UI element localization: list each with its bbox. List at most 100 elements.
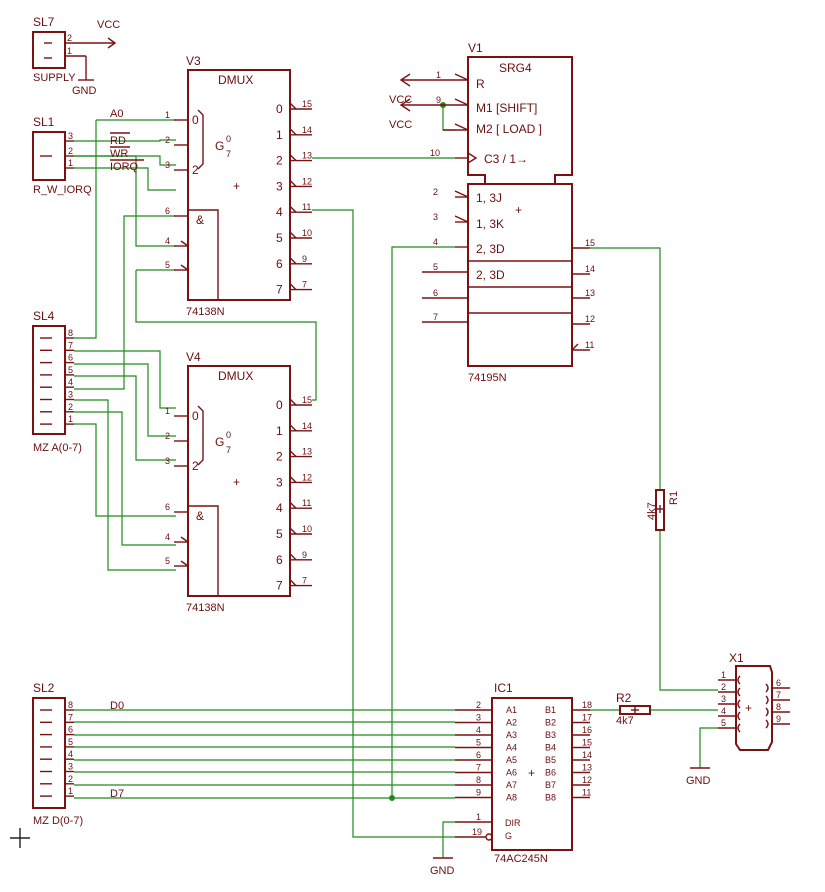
svg-text:B6: B6 <box>545 768 556 778</box>
svg-text:MZ D(0-7): MZ D(0-7) <box>33 815 83 827</box>
svg-text:1, 3J: 1, 3J <box>476 191 502 205</box>
svg-text:6: 6 <box>165 206 170 216</box>
svg-text:7: 7 <box>276 283 283 297</box>
svg-text:7: 7 <box>302 576 307 586</box>
wire-sl4-7 <box>74 350 176 409</box>
svg-text:4k7: 4k7 <box>646 502 658 520</box>
svg-text:M1 [SHIFT]: M1 [SHIFT] <box>476 101 537 115</box>
svg-text:7: 7 <box>302 280 307 290</box>
svg-text:15: 15 <box>582 738 592 748</box>
svg-text:8: 8 <box>476 775 481 785</box>
svg-text:6: 6 <box>776 678 781 688</box>
pin-number: 2 <box>68 402 73 412</box>
wire-v3-out4-g <box>312 209 455 838</box>
svg-text:2: 2 <box>276 450 283 464</box>
svg-text:3: 3 <box>165 456 170 466</box>
svg-text:0: 0 <box>276 398 283 412</box>
wire-iorq-to-g2 <box>74 167 176 191</box>
svg-text:1: 1 <box>68 158 73 168</box>
g-symbol: G <box>215 435 224 449</box>
svg-text:5: 5 <box>276 527 283 541</box>
label-rd: RD <box>110 135 126 147</box>
sl7-body <box>32 31 66 69</box>
svg-text:2, 3D: 2, 3D <box>476 268 505 282</box>
svg-text:DIR: DIR <box>505 818 521 828</box>
svg-text:10: 10 <box>302 228 312 238</box>
wire-r1-x1 <box>659 530 718 691</box>
pin-number: 6 <box>68 725 73 735</box>
svg-text:3: 3 <box>165 160 170 170</box>
svg-text:1: 1 <box>276 424 283 438</box>
label-iorq: IORQ <box>110 161 139 173</box>
svg-text:4: 4 <box>476 725 481 735</box>
svg-text:14: 14 <box>302 421 312 431</box>
wire-x1-gnd <box>699 727 718 768</box>
svg-text:3: 3 <box>721 694 726 704</box>
ic-v1-74195: V1 SRG4 R M1 [SHIFT] M2 [ LOAD ] C3 / 1→… <box>389 41 595 384</box>
svg-text:15: 15 <box>585 238 595 248</box>
svg-text:17: 17 <box>582 713 592 723</box>
label-a0: A0 <box>110 108 123 120</box>
wire-srg-q-r1 <box>590 247 661 490</box>
sl7-label: SUPPLY <box>33 72 76 84</box>
svg-text:B8: B8 <box>545 793 556 803</box>
label-d7: D7 <box>110 788 124 800</box>
svg-text:13: 13 <box>302 151 312 161</box>
wire-srg-d <box>391 246 455 798</box>
svg-text:A8: A8 <box>506 793 517 803</box>
svg-text:R: R <box>476 77 485 91</box>
svg-text:11: 11 <box>302 202 311 212</box>
svg-text:A6: A6 <box>506 768 517 778</box>
svg-text:16: 16 <box>582 725 592 735</box>
svg-text:A5: A5 <box>506 755 517 765</box>
svg-text:1, 3K: 1, 3K <box>476 217 504 231</box>
svg-text:+: + <box>233 475 240 489</box>
ic-body <box>187 69 291 301</box>
svg-text:9: 9 <box>476 788 481 798</box>
svg-text:7: 7 <box>776 690 781 700</box>
ic-name: V4 <box>186 350 201 364</box>
wire-sl4-4 <box>74 215 176 390</box>
wire-sl4-2 <box>74 411 176 546</box>
svg-text:2: 2 <box>165 135 170 145</box>
svg-text:M2 [ LOAD ]: M2 [ LOAD ] <box>476 122 542 136</box>
svg-text:7: 7 <box>476 763 481 773</box>
svg-text:1: 1 <box>165 110 170 120</box>
svg-text:GND: GND <box>430 865 455 877</box>
wire-sl4-3 <box>74 399 176 571</box>
pin-number: 1 <box>68 414 73 424</box>
ic-name: V3 <box>186 54 201 68</box>
wire-sl4-6 <box>74 363 176 437</box>
svg-text:R_W_IORQ: R_W_IORQ <box>33 184 92 196</box>
pin-number: 4 <box>68 377 73 387</box>
svg-text:1: 1 <box>721 670 726 680</box>
svg-text:C3 / 1→: C3 / 1→ <box>484 152 528 166</box>
svg-text:A4: A4 <box>506 743 517 753</box>
svg-text:12: 12 <box>302 472 312 482</box>
svg-text:A2: A2 <box>506 718 517 728</box>
svg-text:A7: A7 <box>506 780 517 790</box>
svg-text:1: 1 <box>165 406 170 416</box>
svg-text:SL4: SL4 <box>33 309 55 323</box>
svg-text:7: 7 <box>226 149 231 159</box>
svg-text:R1: R1 <box>668 491 680 505</box>
wire-wr-en <box>74 155 176 247</box>
svg-text:7: 7 <box>433 312 438 322</box>
svg-text:GND: GND <box>686 775 711 787</box>
svg-text:SL2: SL2 <box>33 681 55 695</box>
wire-sl4-8 <box>74 120 97 339</box>
svg-text:6: 6 <box>276 257 283 271</box>
connector-sl1: SL1 3 2 1 R_W_IORQ <box>32 115 92 196</box>
svg-text:5: 5 <box>165 260 170 270</box>
svg-text:B2: B2 <box>545 718 556 728</box>
and-symbol: & <box>196 509 204 523</box>
pin-number: 4 <box>68 749 73 759</box>
svg-text:13: 13 <box>582 763 592 773</box>
svg-text:2: 2 <box>192 163 199 177</box>
svg-text:B1: B1 <box>545 705 556 715</box>
svg-text:3: 3 <box>476 713 481 723</box>
svg-text:SRG4: SRG4 <box>499 61 532 75</box>
